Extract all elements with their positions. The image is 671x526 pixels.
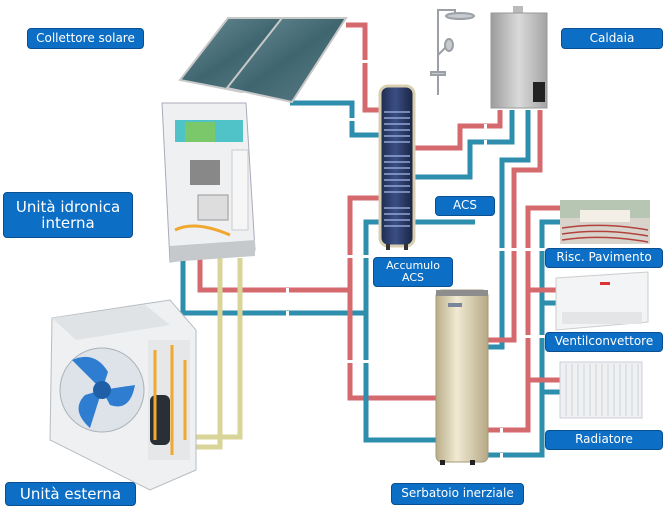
boiler-icon [490,6,548,109]
pipe-floor-hot [488,205,560,433]
coil-tank-icon [378,84,416,250]
pipe-floor-cold [488,219,560,458]
label-outdoor-unit: Unità esterna [5,482,136,506]
label-boiler: Caldaia [561,28,663,49]
hydronic-unit-icon [161,102,256,263]
label-dhw-storage: Accumulo ACS [373,257,453,287]
heat-pump-outdoor-icon [49,299,197,491]
label-fan-coil: Ventilconvettore [545,332,663,352]
pipe-boiler-cold-down [488,110,531,350]
radiator-icon [559,361,643,419]
fan-coil-icon [555,271,649,331]
pipe-solar-hot [346,22,386,113]
label-dhw: ACS [435,196,495,216]
label-floor-heating: Risc. Pavimento [545,248,663,268]
pipe-refrigerant-2 [196,258,243,440]
label-buffer-tank: Serbatoio inerziale [391,483,524,505]
pipe-dhw-cold-boiler [412,110,515,180]
pipe-buffer-cold-in [363,313,440,443]
pipe-refrigerant-1 [196,258,223,450]
pipe-dhw-hot-boiler [412,110,503,151]
floor-heating-photo-icon [560,200,650,244]
solar-panel-icon [178,17,348,104]
flow-arrows [286,60,547,459]
pipe-buffer-hot-in [347,290,440,401]
buffer-tank-icon [435,289,489,465]
pipe-boiler-hot-down [488,110,543,343]
label-indoor-hydronic-unit: Unità idronica interna [3,192,133,238]
pipe-network [180,22,560,458]
shower-icon [430,9,475,95]
label-radiator: Radiatore [545,430,663,450]
label-solar-collector: Collettore solare [27,28,144,49]
